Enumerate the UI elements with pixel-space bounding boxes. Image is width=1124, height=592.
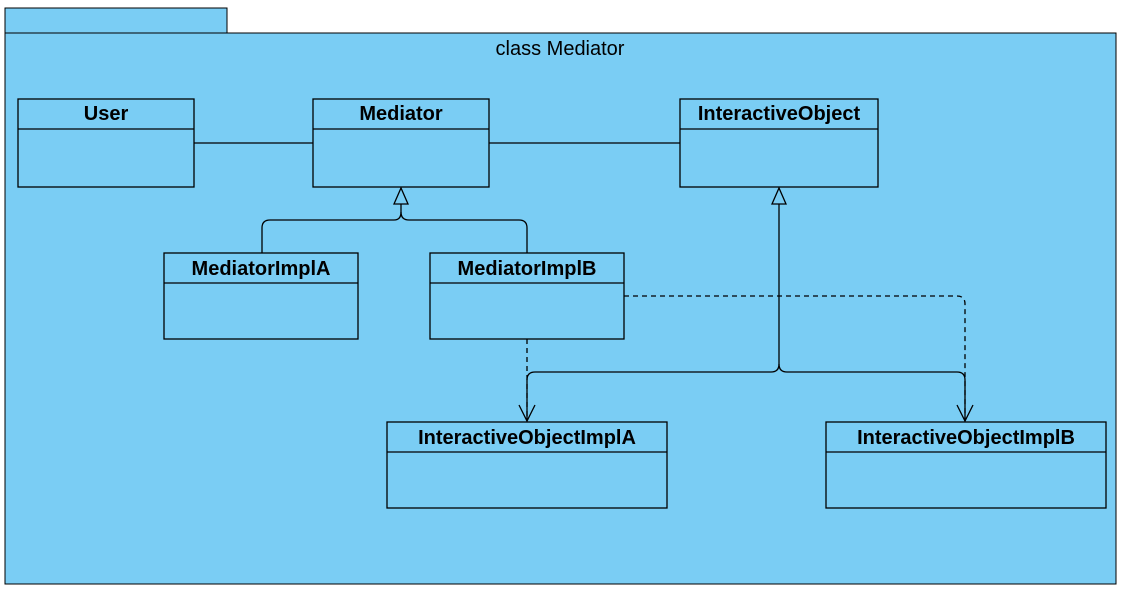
class-name-mediator-impl-b: MediatorImplB — [458, 258, 597, 280]
package-tab — [4, 7, 228, 34]
class-interactive-object[interactable]: InteractiveObject — [679, 98, 879, 188]
class-mediator-impl-b[interactable]: MediatorImplB — [429, 252, 625, 340]
class-name-interactive-object-impl-a: InteractiveObjectImplA — [418, 427, 636, 449]
class-interactive-object-impl-b[interactable]: InteractiveObjectImplB — [825, 421, 1107, 509]
class-mediator-impl-a[interactable]: MediatorImplA — [163, 252, 359, 340]
generalization-mediatorimplb — [400, 211, 528, 253]
class-interactive-object-impl-a[interactable]: InteractiveObjectImplA — [386, 421, 668, 509]
generalization-arrowhead-mediator — [393, 186, 409, 205]
class-user[interactable]: User — [17, 98, 195, 188]
class-name-user: User — [84, 103, 129, 125]
class-name-mediator-impl-a: MediatorImplA — [192, 258, 331, 280]
generalization-mediatorimpla — [261, 204, 402, 253]
dependency-arrowhead-implb — [956, 404, 974, 423]
class-name-interactive-object: InteractiveObject — [698, 103, 861, 125]
generalization-arrowhead-interactiveobject — [771, 186, 787, 205]
class-name-mediator: Mediator — [359, 103, 443, 125]
dependency-arrowhead-impla — [518, 404, 536, 423]
dependency-mediatorimplb-interactiveobjectimplb — [624, 295, 966, 420]
connectors — [194, 142, 974, 423]
package-title: class Mediator — [496, 38, 625, 60]
class-mediator[interactable]: Mediator — [312, 98, 490, 188]
class-name-interactive-object-impl-b: InteractiveObjectImplB — [857, 427, 1075, 449]
